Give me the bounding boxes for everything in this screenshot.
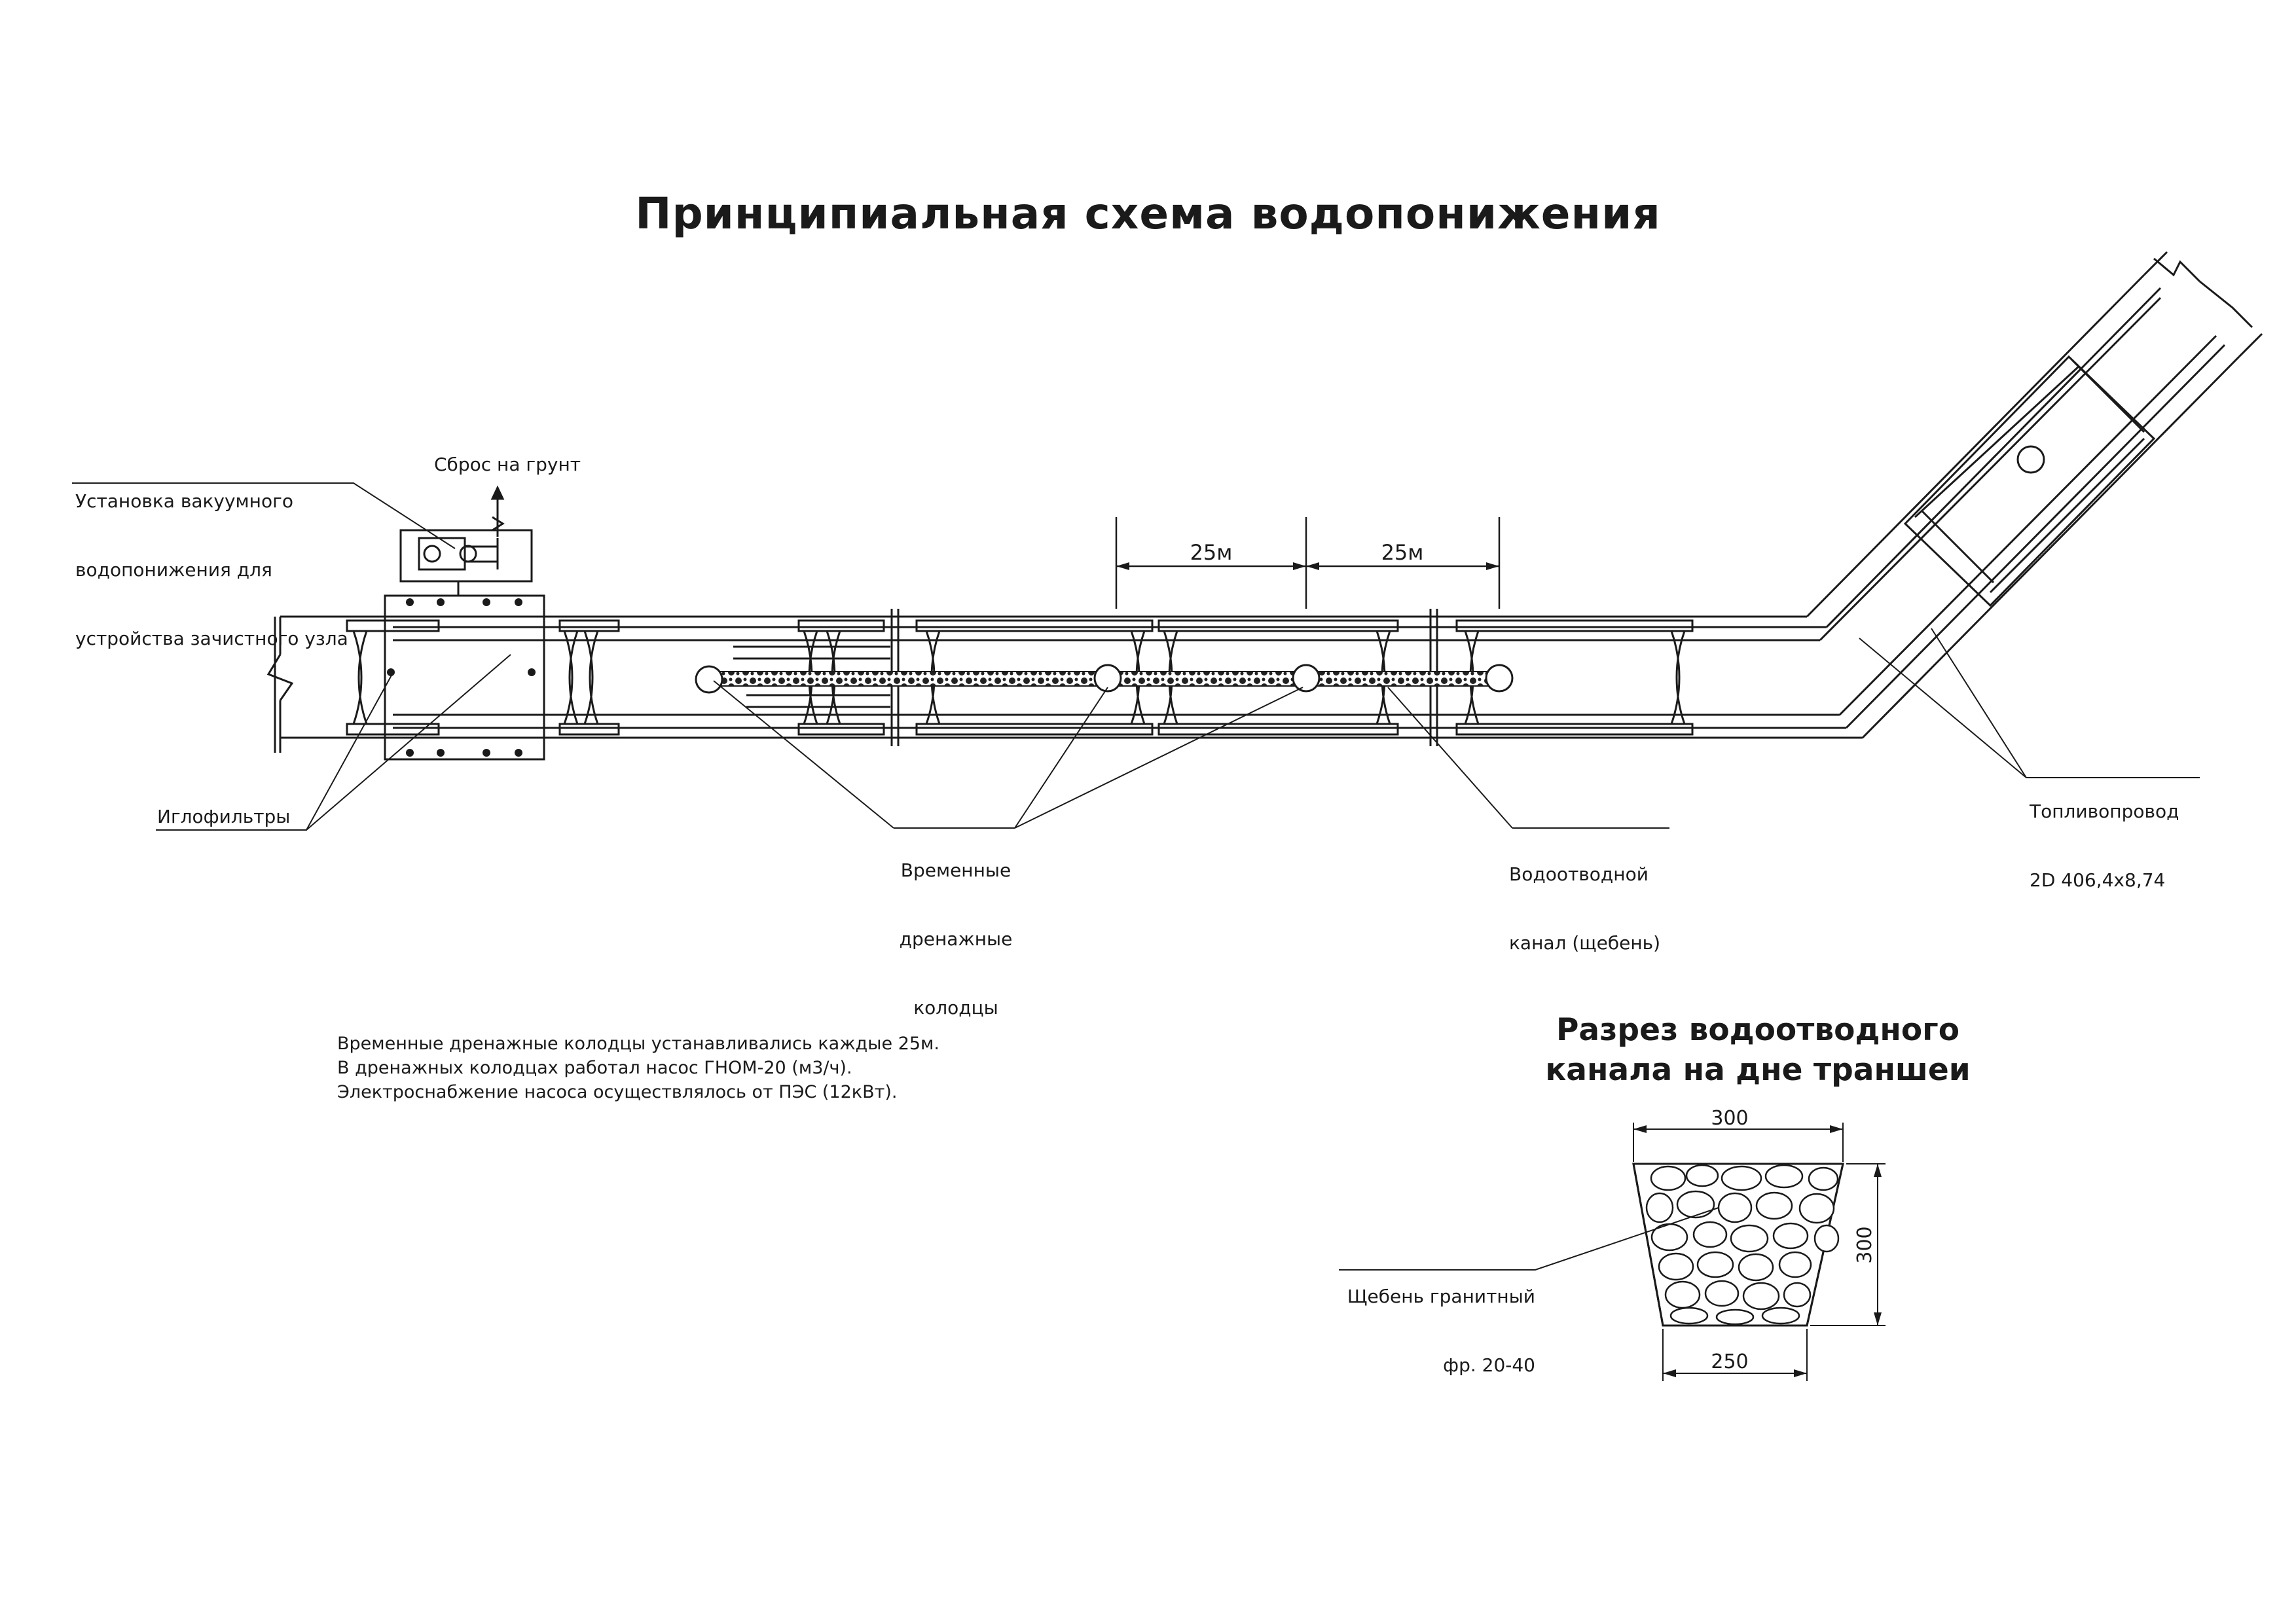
label-discharge: Сброс на грунт	[434, 454, 581, 475]
wellpoint-frame	[384, 594, 545, 761]
spacing-dimension-1: 25м	[1190, 540, 1233, 565]
drainage-well-4	[1485, 664, 1514, 693]
notes-block: Временные дренажные колодцы устанавливал…	[337, 1032, 939, 1104]
vacuum-unit-box	[399, 529, 533, 583]
section-title: Разрез водоотводного канала на дне транш…	[1506, 1010, 2010, 1090]
spacing-dimension-2: 25м	[1381, 540, 1424, 565]
section-title-line-2: канала на дне траншеи	[1545, 1052, 1971, 1088]
label-drain-channel-line-2: канал (щебень)	[1509, 932, 1661, 954]
trench-supports	[346, 619, 1694, 736]
drainage-well-5	[2016, 445, 2045, 474]
label-vacuum-unit-line-3: устройства зачистного узла	[75, 628, 348, 649]
label-wellpoints: Иглофильтры	[157, 806, 291, 827]
drainage-well-1	[695, 665, 723, 694]
drainage-well-2	[1093, 664, 1122, 693]
trench-incline-top	[1806, 274, 2145, 618]
section-height: 300	[1853, 1226, 1876, 1263]
section-bottom-width: 250	[1711, 1350, 1748, 1373]
label-vacuum-unit-line-1: Установка вакуумного	[75, 490, 293, 512]
label-pipeline: Топливопровод 2D 406,4х8,74	[2030, 754, 2179, 914]
label-material: Щебень гранитный фр. 20-40	[1336, 1239, 1535, 1399]
drainage-well-3	[1292, 664, 1321, 693]
label-temp-wells-line-2: дренажные	[899, 928, 1013, 950]
note-line-2: В дренажных колодцах работал насос ГНОМ-…	[337, 1058, 852, 1078]
leader-material	[1339, 1207, 1719, 1271]
page-title: Принципиальная схема водопонижения	[635, 189, 1661, 239]
channel-cross-section	[1632, 1163, 1844, 1327]
section-top-width: 300	[1711, 1107, 1748, 1130]
section-title-line-1: Разрез водоотводного	[1556, 1012, 1960, 1048]
label-temp-wells: Временные дренажные колодцы	[871, 813, 1041, 1042]
label-drain-channel: Водоотводной канал (щебень)	[1509, 817, 1660, 977]
label-drain-channel-line-1: Водоотводной	[1509, 863, 1649, 885]
label-pipeline-line-2: 2D 406,4х8,74	[2030, 869, 2166, 891]
label-material-line-2: фр. 20-40	[1443, 1354, 1535, 1376]
label-temp-wells-line-1: Временные	[900, 859, 1011, 881]
note-line-3: Электроснабжение насоса осуществлялось о…	[337, 1082, 898, 1102]
trench-incline-bottom	[1861, 355, 2240, 739]
label-vacuum-unit-line-2: водопонижения для	[75, 559, 272, 581]
note-line-1: Временные дренажные колодцы устанавливал…	[337, 1034, 940, 1054]
label-material-line-1: Щебень гранитный	[1347, 1286, 1535, 1307]
label-vacuum-unit: Установка вакуумного водопонижения для у…	[75, 444, 348, 673]
label-pipeline-line-1: Топливопровод	[2030, 801, 2179, 822]
label-temp-wells-line-3: колодцы	[913, 997, 998, 1019]
leader-vacuum-unit	[72, 482, 456, 549]
